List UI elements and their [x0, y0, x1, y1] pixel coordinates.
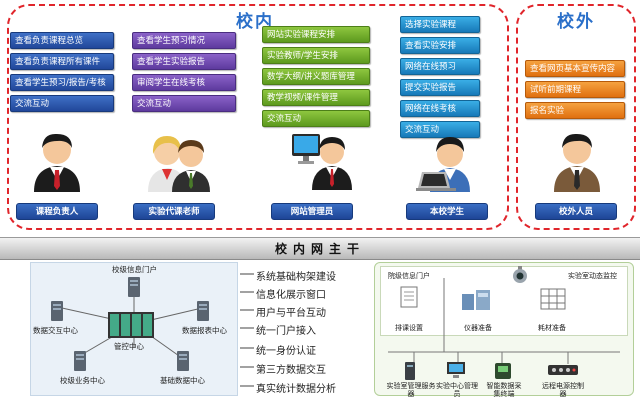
control-rack-icon [108, 312, 154, 338]
site-admin-functions: 网站实验课程安排 实验教师/学生安排 数学大纲/讲义题库管理 教学视频/课件管理… [262, 26, 370, 127]
function-item[interactable]: 实验教师/学生安排 [262, 47, 370, 64]
device-label: 智能数据采集终端 [486, 382, 522, 398]
device-label: 实验室管理服务器 [386, 382, 436, 398]
service-item: 第三方数据交互 [256, 365, 326, 376]
role-outsider[interactable]: 校外人员 [535, 203, 617, 220]
node-report: 数据报表中心 [182, 326, 227, 335]
function-item[interactable]: 查看学生预习情况 [132, 32, 236, 49]
device-label: 实验中心管理员 [436, 382, 478, 398]
role-student[interactable]: 本校学生 [406, 203, 488, 220]
function-item[interactable]: 查看学生实验报告 [132, 53, 236, 70]
site-admin-icon [292, 134, 352, 190]
outsider-icon [554, 133, 600, 192]
lab-monitor-label: 实验室动态监控 [568, 272, 617, 280]
exchange-server-icon [51, 301, 63, 321]
station-label: 仪器准备 [464, 324, 492, 332]
function-item[interactable]: 提交实验报告 [400, 79, 480, 96]
role-site-admin[interactable]: 网站管理员 [271, 203, 353, 220]
function-item[interactable]: 网络在线考核 [400, 100, 480, 117]
station-label: 排课设置 [395, 324, 423, 332]
service-item: 信息化展示窗口 [256, 290, 326, 301]
node-control: 管控中心 [114, 342, 144, 351]
role-substitute-teacher[interactable]: 实验代课老师 [133, 203, 215, 220]
function-item[interactable]: 查看负责课程总览 [10, 32, 114, 49]
function-item[interactable]: 交流互动 [132, 95, 236, 112]
role-course-leader[interactable]: 课程负责人 [16, 203, 98, 220]
function-item[interactable]: 选择实验课程 [400, 16, 480, 33]
course-leader-functions: 查看负责课程总览 查看负责课程所有课件 查看学生预习/报告/考核 交流互动 [10, 32, 114, 112]
campus-outer-title: 校外 [557, 12, 595, 32]
function-item[interactable]: 交流互动 [400, 121, 480, 138]
function-item[interactable]: 查看学生预习/报告/考核 [10, 74, 114, 91]
service-item: 统一身份认证 [256, 346, 316, 357]
campus-outer-region [516, 4, 636, 230]
function-item[interactable]: 教学视频/课件管理 [262, 89, 370, 106]
substitute-teacher-functions: 查看学生预习情况 查看学生实验报告 审阅学生在线考核 交流互动 [132, 32, 236, 112]
portal-server-icon [128, 277, 140, 297]
campus-inner-region [7, 4, 509, 230]
function-item[interactable]: 交流互动 [10, 95, 114, 112]
node-exchange: 数据交互中心 [33, 326, 78, 335]
lab-server-icon [405, 362, 415, 380]
instrument-icon [462, 290, 490, 310]
teacher-pair-icon [148, 136, 210, 192]
function-item[interactable]: 查看负责课程所有课件 [10, 53, 114, 70]
service-item: 统一门户接入 [256, 326, 316, 337]
backbone-label: 校内网主干 [274, 242, 365, 256]
schedule-doc-icon [400, 286, 418, 308]
camera-icon [513, 266, 527, 283]
function-item[interactable]: 交流互动 [262, 110, 370, 127]
service-item: 用户与平台互动 [256, 308, 326, 319]
function-item[interactable]: 报名实验 [525, 102, 625, 119]
basic-server-icon [177, 351, 189, 371]
report-server-icon [197, 301, 209, 321]
outsider-functions: 查看网页基本宣传内容 试听前期课程 报名实验 [525, 60, 625, 119]
node-basic: 基础数据中心 [160, 376, 205, 385]
services-bracket [240, 273, 254, 387]
course-leader-icon [34, 133, 80, 192]
node-portal: 校级信息门户 [112, 265, 157, 274]
function-item[interactable]: 网络在线预习 [400, 58, 480, 75]
data-terminal-icon [495, 363, 511, 379]
business-server-icon [74, 351, 86, 371]
node-business: 校级业务中心 [60, 376, 105, 385]
device-label: 远程电源控制器 [542, 382, 584, 398]
student-icon [416, 137, 470, 192]
function-item[interactable]: 网站实验课程安排 [262, 26, 370, 43]
station-label: 耗材准备 [538, 324, 566, 332]
power-controller-icon [548, 365, 578, 375]
campus-backbone-bar [0, 237, 640, 260]
lab-lines [388, 278, 620, 364]
function-item[interactable]: 查看实验安排 [400, 37, 480, 54]
function-item[interactable]: 查看网页基本宣传内容 [525, 60, 625, 77]
student-functions: 选择实验课程 查看实验安排 网络在线预习 提交实验报告 网络在线考核 交流互动 [400, 16, 480, 138]
function-item[interactable]: 审阅学生在线考核 [132, 74, 236, 91]
lab-inner-panel [380, 266, 628, 336]
admin-pc-icon [447, 362, 465, 378]
function-item[interactable]: 数学大纲/讲义题库管理 [262, 68, 370, 85]
service-item: 系统基础构架建设 [256, 272, 336, 283]
service-item: 真实统计数据分析 [256, 384, 336, 395]
consumable-icon [540, 288, 566, 310]
function-item[interactable]: 试听前期课程 [525, 81, 625, 98]
college-portal-label: 院级信息门户 [388, 272, 430, 280]
